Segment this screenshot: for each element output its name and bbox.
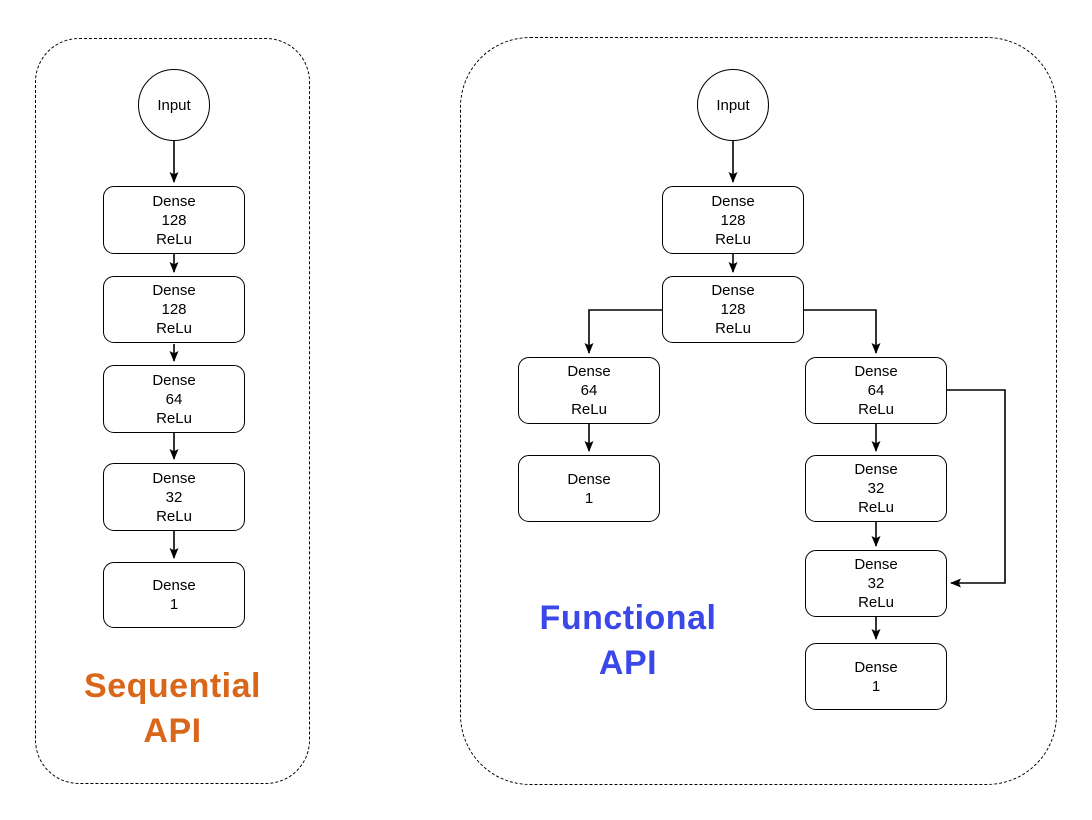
node-label-line: 32 — [165, 488, 183, 506]
node-label-line: ReLu — [156, 320, 192, 337]
sequential-api-label-line1: Sequential — [84, 667, 261, 705]
node-label-line: Dense — [567, 470, 611, 488]
node-label-line: ReLu — [571, 401, 607, 418]
node-label-line: Dense — [854, 461, 898, 478]
node-label-line: Dense — [711, 282, 755, 299]
node-label-line: 1 — [169, 596, 179, 613]
functional-api-label-line1: Functional — [539, 599, 717, 637]
node-label-line: 64 — [580, 382, 598, 399]
functional-api-label-line2: API — [598, 644, 658, 682]
sequential-dense-1-node: Dense 1 — [103, 562, 245, 628]
node-label-line: ReLu — [858, 594, 894, 611]
node-label-line: 32 — [867, 575, 885, 592]
node-label-line: 128 — [161, 211, 187, 229]
node-label-line: Dense — [152, 577, 196, 594]
node-label-line: Dense — [152, 282, 196, 299]
functional-api-label: Functional API — [478, 596, 778, 686]
node-label-line: Dense — [567, 363, 611, 380]
node-label-line: ReLu — [715, 320, 751, 337]
node-label-line: Dense — [711, 192, 755, 210]
node-label-line: ReLu — [858, 499, 894, 516]
node-label-line: Dense — [152, 192, 196, 210]
node-label-line: 64 — [165, 390, 183, 408]
node-label-line: ReLu — [156, 507, 192, 525]
node-label-line: 64 — [867, 382, 885, 399]
sequential-input-node: Input — [138, 69, 210, 141]
sequential-api-label-line2: API — [143, 712, 202, 750]
node-label-line: ReLu — [715, 230, 751, 248]
node-label-line: Dense — [854, 658, 898, 676]
sequential-api-panel — [35, 38, 310, 784]
node-label-line: 128 — [720, 211, 746, 229]
sequential-api-label: Sequential API — [35, 664, 310, 754]
node-label-line: ReLu — [858, 401, 894, 418]
node-label-line: Dense — [854, 363, 898, 380]
node-label-line: 1 — [871, 677, 881, 695]
node-label-line: Dense — [152, 469, 196, 487]
functional-input-node: Input — [697, 69, 769, 141]
node-label-line: Dense — [854, 556, 898, 573]
functional-api-panel — [460, 37, 1057, 785]
node-label-line: 128 — [161, 301, 187, 318]
node-label-line: 128 — [720, 301, 746, 318]
node-label-line: Dense — [152, 371, 196, 389]
node-label-line: 32 — [867, 480, 885, 497]
node-label: Input — [157, 96, 191, 114]
node-label-line: 1 — [584, 489, 594, 507]
node-label: Input — [716, 96, 750, 114]
node-label-line: ReLu — [156, 409, 192, 427]
node-label-line: ReLu — [156, 230, 192, 248]
